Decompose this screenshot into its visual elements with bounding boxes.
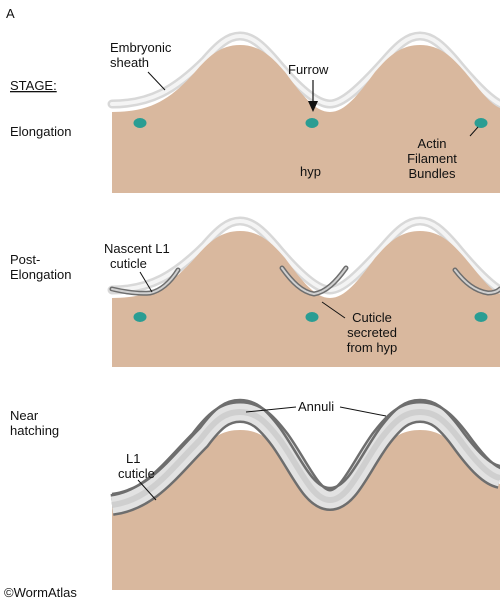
- panel-letter: A: [6, 6, 15, 21]
- label-actin: Actin: [418, 136, 447, 151]
- panel-post-elongation: [107, 216, 500, 367]
- stage-post: Post-: [10, 252, 40, 267]
- stage-elongation: Elongation: [10, 124, 71, 139]
- hypodermis-post-elongation: [112, 231, 500, 367]
- leader-secreted: [321, 301, 346, 319]
- stage-near: Near: [10, 408, 39, 423]
- label-secreted: secreted: [347, 325, 397, 340]
- label-nascent-cuticle: cuticle: [110, 256, 147, 271]
- label-l1-cuticle: cuticle: [118, 466, 155, 481]
- actin-bundle: [474, 312, 488, 322]
- actin-bundle: [305, 312, 319, 322]
- leader-actin: [469, 126, 479, 137]
- label-hyp: hyp: [300, 164, 321, 179]
- credit: ©WormAtlas: [4, 585, 77, 600]
- stage-hatching: hatching: [10, 423, 59, 438]
- label-from-hyp: from hyp: [347, 340, 398, 355]
- stage-heading: STAGE:: [10, 78, 57, 93]
- leader-annuli-right: [339, 406, 387, 417]
- actin-bundle: [133, 118, 147, 128]
- leader-nascent: [139, 271, 153, 293]
- label-annuli: Annuli: [298, 399, 334, 414]
- label-sheath: sheath: [110, 55, 149, 70]
- leader-annuli-left: [245, 406, 297, 413]
- label-l1: L1: [126, 451, 140, 466]
- labels: A Embryonic sheath STAGE: Elongation Fur…: [4, 6, 457, 600]
- annuli-edge: [111, 398, 500, 496]
- hypodermis-near-hatching: [112, 430, 500, 590]
- label-bundles: Bundles: [409, 166, 456, 181]
- actin-bundle: [305, 118, 319, 128]
- panel-near-hatching: [109, 398, 500, 590]
- label-filament: Filament: [407, 151, 457, 166]
- label-furrow: Furrow: [288, 62, 329, 77]
- stage-post-elongation: Elongation: [10, 267, 71, 282]
- label-embryonic: Embryonic: [110, 40, 172, 55]
- hypodermis-elongation: [112, 45, 500, 193]
- panel-elongation: [107, 31, 500, 193]
- leader-l1: [137, 479, 157, 501]
- leader-sheath: [147, 71, 166, 91]
- actin-bundle: [474, 118, 488, 128]
- label-cuticle: Cuticle: [352, 310, 392, 325]
- actin-bundle: [133, 312, 147, 322]
- label-nascent: Nascent L1: [104, 241, 170, 256]
- furrow-arrowhead: [308, 101, 318, 112]
